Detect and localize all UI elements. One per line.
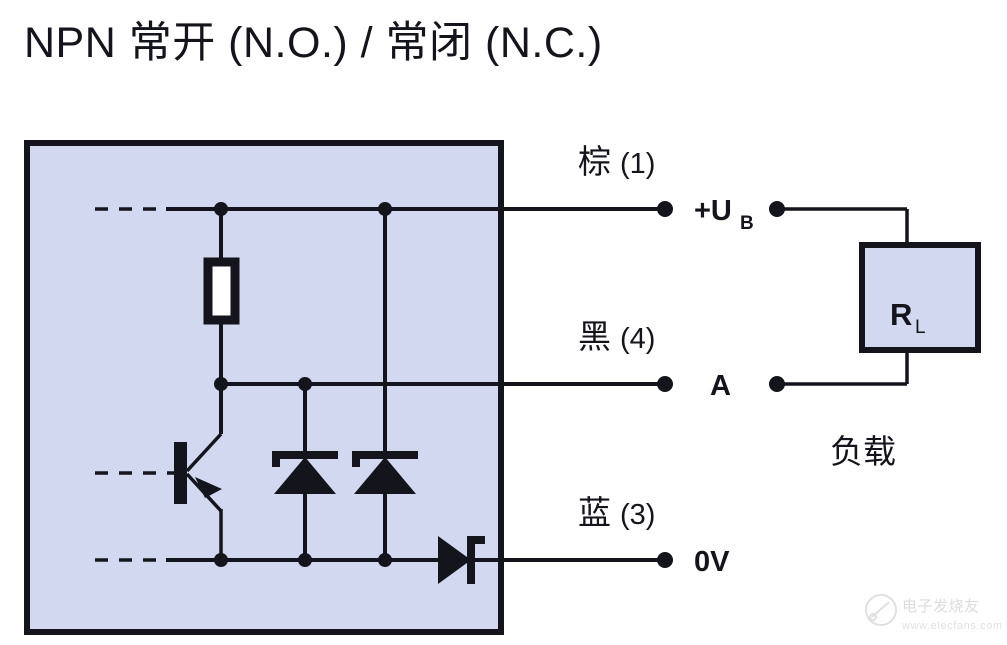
sensor-enclosure-box (24, 140, 504, 635)
transistor-emitter-arrow (195, 477, 222, 498)
protection-diode-triangle (438, 536, 471, 584)
zener-diode-1-cathode-tick (272, 451, 280, 467)
wire-label-blue: 蓝 (578, 494, 611, 531)
terminal-label-ground: 0V (694, 546, 730, 578)
load-symbol: R (890, 297, 912, 332)
junction-dot (298, 553, 312, 567)
transistor-collector-diagonal (185, 432, 223, 473)
protection-diode-cathode-tick (467, 536, 485, 544)
protection-diode-cathode-bar (467, 536, 475, 584)
transistor-base-bar (174, 442, 187, 504)
resistor-symbol (203, 257, 240, 325)
zener-diode-2-triangle (354, 457, 416, 494)
wire-label-brown: 棕 (578, 143, 611, 180)
load-symbol-subscript: L (915, 317, 926, 338)
terminal-label-supply: +U (694, 195, 732, 227)
terminal-dot-ground (657, 552, 673, 568)
zener-diode-2-cathode-tick (352, 451, 360, 467)
wire-pin-brown: (1) (620, 148, 655, 180)
page-title: NPN 常开 (N.O.) / 常闭 (N.C.) (24, 19, 603, 67)
junction-dot (214, 553, 228, 567)
junction-dot (214, 377, 228, 391)
terminal-label-supply-subscript: B (740, 213, 754, 234)
wire-label-black: 黑 (578, 318, 611, 355)
terminal-label-output: A (710, 370, 731, 402)
zener-diode-1-cathode-bar (272, 451, 338, 459)
terminal-dot-supply (657, 201, 673, 217)
junction-dot (378, 553, 392, 567)
junction-dot (298, 377, 312, 391)
zener-diode-1-triangle (274, 457, 336, 494)
terminal-dot-output (657, 376, 673, 392)
wire-pin-black: (4) (620, 323, 655, 355)
load-resistor-box (859, 242, 981, 353)
load-terminal-dot-output (769, 376, 785, 392)
zener-diode-2-cathode-bar (352, 451, 418, 459)
wire-pin-blue: (3) (620, 499, 655, 531)
load-caption: 负载 (830, 433, 896, 470)
junction-dot (378, 202, 392, 216)
junction-dot (214, 202, 228, 216)
